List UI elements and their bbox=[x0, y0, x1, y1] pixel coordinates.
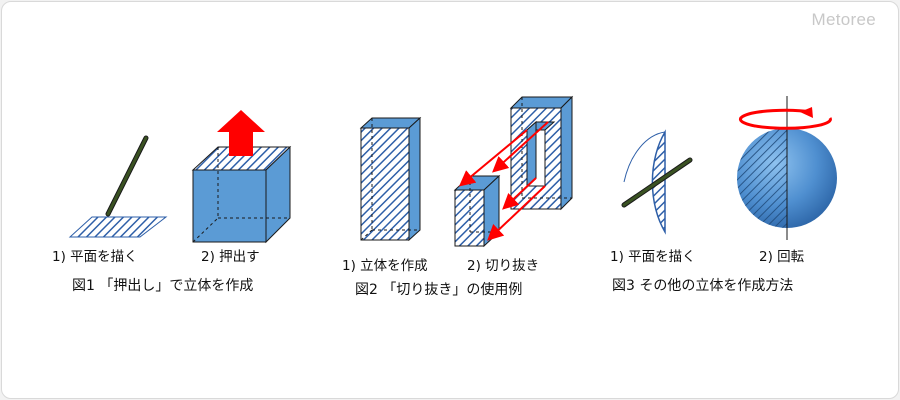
figure1-step2-label: 2) 押出す bbox=[201, 249, 260, 265]
figure1-extruded-box bbox=[191, 145, 292, 244]
figure2-solid-block bbox=[359, 116, 422, 242]
figure2-step1-label: 1) 立体を作成 bbox=[342, 258, 428, 274]
extrude-up-arrow bbox=[217, 110, 265, 156]
figure3-step1-label: 1) 平面を描く bbox=[610, 249, 696, 265]
brand-logo: Metoree bbox=[811, 10, 876, 29]
figure1-caption: 図1 「押出し」で立体を作成 bbox=[72, 278, 254, 294]
figure1-step1-label: 1) 平面を描く bbox=[52, 249, 138, 265]
figure2-caption: 図2 「切り抜き」の使用例 bbox=[355, 282, 523, 298]
figure3-caption: 図3 その他の立体を作成方法 bbox=[612, 278, 794, 294]
figure3-half-disk bbox=[621, 129, 693, 235]
figure3-step2-label: 2) 回転 bbox=[759, 249, 805, 265]
figure2-step2-label: 2) 切り抜き bbox=[467, 258, 540, 274]
figure1-sketch-plane bbox=[68, 135, 168, 238]
figure3-revolved-sphere bbox=[737, 96, 837, 240]
cut-arrows bbox=[458, 121, 549, 241]
